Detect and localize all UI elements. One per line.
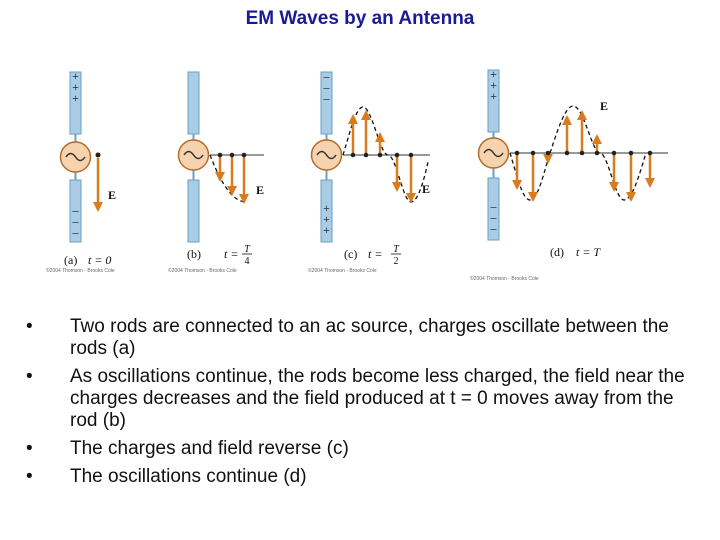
antenna-wave-diagram: + + + – – – E (a) t = 0 ©2004 Thomson - … (46, 67, 668, 282)
charge-sign: – (72, 225, 80, 239)
panel-letter: (a) (64, 253, 77, 267)
list-item: • As oscillations continue, the rods beco… (26, 366, 696, 432)
field-label: E (256, 183, 264, 197)
panel-b: E (b) t = T 4 ©2004 Thomson - Brooks Col… (168, 71, 264, 274)
fraction-numerator: T (393, 244, 400, 255)
charge-sign: + (72, 91, 79, 105)
copyright-credit: ©2004 Thomson - Brooks Cole (308, 267, 377, 274)
charge-sign: + (72, 80, 79, 94)
charge-sign: + (490, 78, 497, 92)
panel-time: t = (368, 247, 382, 261)
panel-letter: (c) (344, 247, 357, 261)
field-label: E (108, 188, 116, 202)
panel-a: + + + – – – E (a) t = 0 ©2004 Thomson - … (46, 69, 116, 274)
charge-sign: – (323, 91, 331, 105)
charge-sign: + (72, 69, 79, 83)
copyright-credit: ©2004 Thomson - Brooks Cole (46, 267, 115, 274)
fraction-numerator: T (244, 244, 251, 255)
bullet-text: Two rods are connected to an ac source, … (70, 316, 669, 359)
charge-sign: + (323, 212, 330, 226)
fraction-denominator: 2 (394, 256, 399, 267)
panel-c: – – – + + + E (c) t = T 2 ©2004 Thomson … (308, 69, 430, 274)
list-item: • The oscillations continue (d) (26, 466, 696, 488)
bullet-marker: • (26, 316, 33, 337)
charge-sign: + (490, 67, 497, 81)
charge-sign: + (323, 201, 330, 215)
charge-sign: – (323, 69, 331, 83)
charge-sign: – (323, 80, 331, 94)
charge-sign: – (72, 214, 80, 228)
field-wave (342, 106, 429, 203)
fraction-denominator: 4 (245, 256, 250, 267)
list-item: • The charges and field reverse (c) (26, 438, 696, 460)
ac-source-icon (59, 141, 92, 173)
field-label: E (422, 182, 430, 196)
bullet-list: • Two rods are connected to an ac source,… (26, 316, 696, 494)
panel-letter: (d) (550, 245, 564, 259)
panel-time: t = T (576, 245, 601, 259)
bullet-text: The charges and field reverse (c) (70, 438, 349, 459)
antenna-rod-bottom (187, 179, 200, 243)
field-label: E (600, 99, 608, 113)
ac-source-icon (177, 139, 210, 171)
charge-sign: + (323, 223, 330, 237)
panel-letter: (b) (187, 247, 201, 261)
charge-sign: + (490, 89, 497, 103)
charge-sign: – (490, 210, 498, 224)
ac-source-icon (477, 137, 510, 169)
charge-sign: – (72, 203, 80, 217)
charge-sign: – (490, 221, 498, 235)
bullet-marker: • (26, 466, 33, 487)
slide-title: EM Waves by an Antenna (245, 8, 475, 29)
panel-d: + + + – – – E (d) t = T ©2004 Thomson - … (470, 67, 668, 282)
bullet-marker: • (26, 438, 33, 459)
copyright-credit: ©2004 Thomson - Brooks Cole (470, 275, 539, 282)
charge-sign: – (490, 199, 498, 213)
bullet-text: The oscillations continue (d) (70, 466, 307, 487)
field-wave (209, 154, 247, 203)
bullet-text: As oscillations continue, the rods becom… (70, 366, 685, 431)
copyright-credit: ©2004 Thomson - Brooks Cole (168, 267, 237, 274)
list-item: • Two rods are connected to an ac source,… (26, 316, 696, 360)
panel-time: t = (224, 247, 238, 261)
ac-source-icon (310, 139, 343, 171)
panel-time: t = 0 (88, 253, 111, 267)
antenna-rod-top (187, 71, 200, 135)
bullet-marker: • (26, 366, 33, 387)
